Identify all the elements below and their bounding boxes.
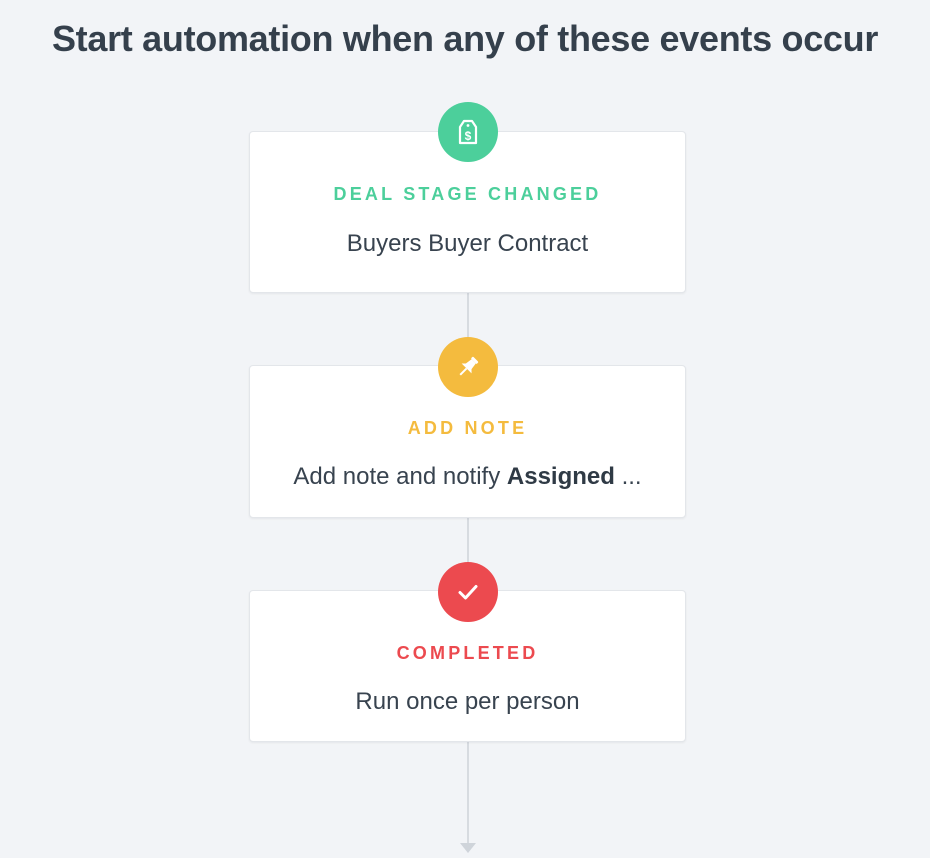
page-title: Start automation when any of these event… (51, 18, 879, 59)
step-title: ADD NOTE (407, 418, 528, 438)
completed-badge (438, 562, 498, 622)
deal-stage-badge: $ (438, 102, 498, 162)
flow-connector (467, 292, 469, 352)
flow-connector (467, 742, 469, 844)
step-subtitle-prefix: Add note and notify (293, 463, 507, 490)
step-subtitle: Buyers Buyer Contract (346, 230, 589, 257)
step-subtitle: Run once per person (355, 688, 580, 715)
checkmark-icon (458, 585, 478, 600)
flow-end-arrow-icon (460, 843, 476, 853)
step-subtitle-suffix: ... (614, 463, 642, 490)
step-subtitle-assignee: Assigned (506, 463, 615, 490)
pushpin-icon (459, 356, 479, 376)
step-title: COMPLETED (396, 643, 539, 663)
price-tag-dollar-icon: $ (458, 119, 478, 145)
add-note-badge (438, 337, 498, 397)
step-title: DEAL STAGE CHANGED (333, 184, 602, 204)
step-card-completed[interactable]: COMPLETED Run once per person (249, 590, 686, 742)
step-subtitle: Add note and notify Assigned ... (250, 463, 685, 491)
svg-text:$: $ (465, 129, 472, 143)
step-card-add-note[interactable]: ADD NOTE Add note and notify Assigned ..… (249, 365, 686, 518)
flow-connector (467, 518, 469, 576)
